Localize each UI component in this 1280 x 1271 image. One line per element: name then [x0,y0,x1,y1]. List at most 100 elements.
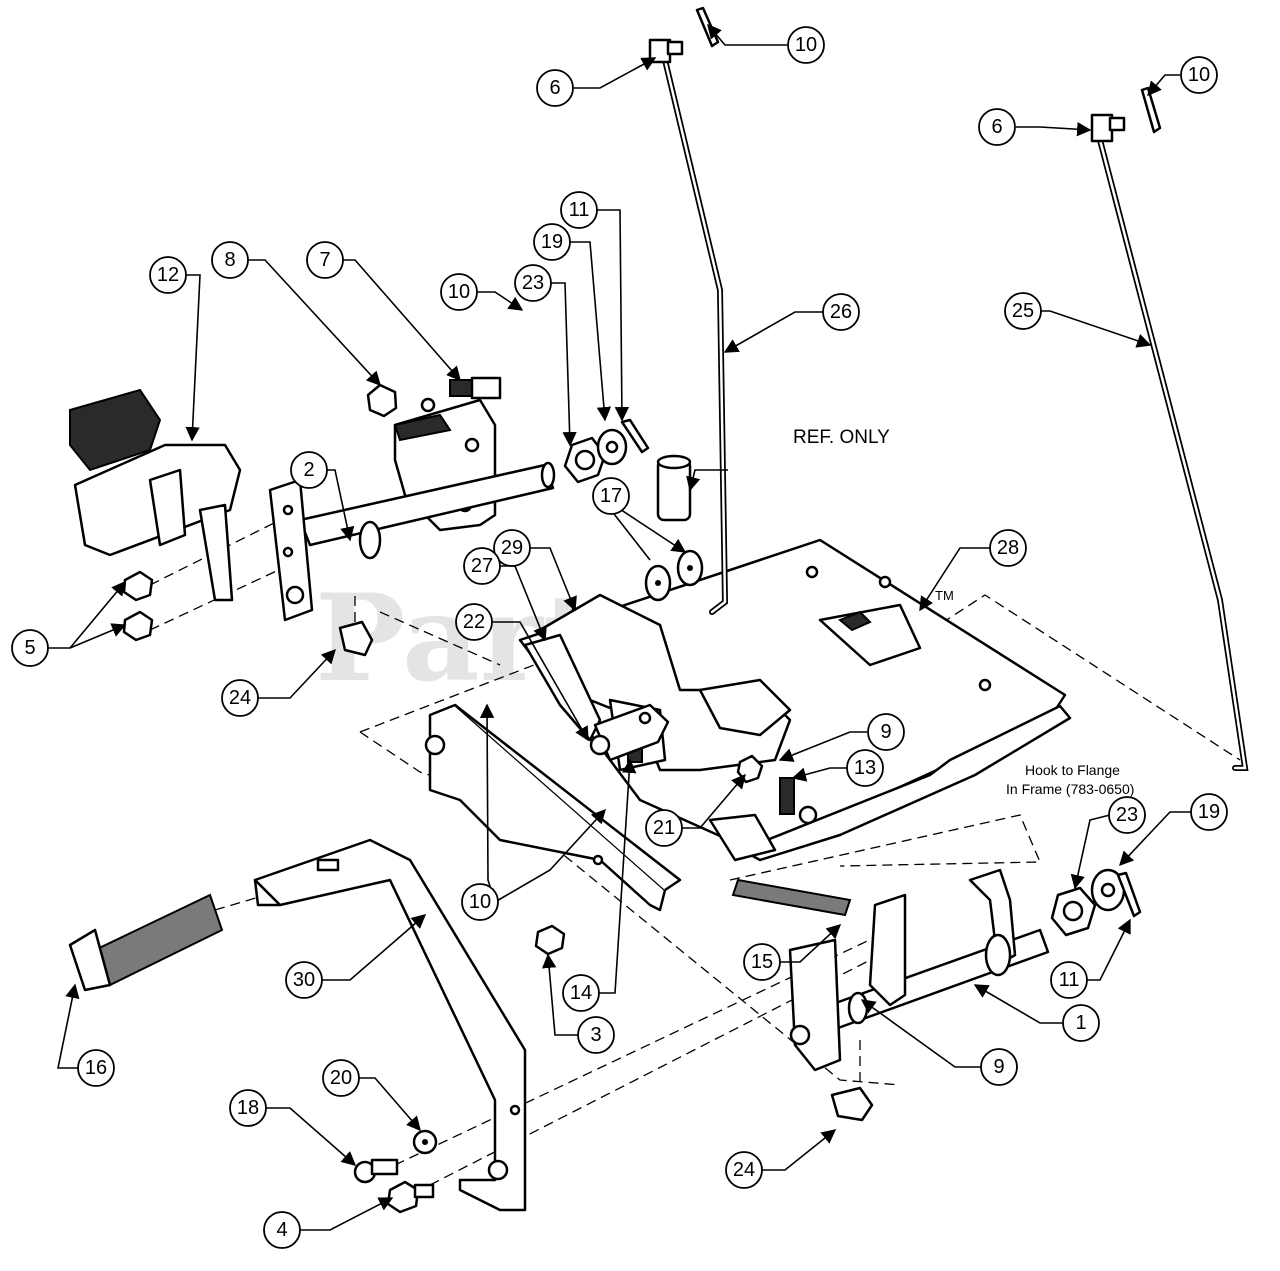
svg-text:9: 9 [993,1056,1004,1078]
callout-19-a[interactable]: 19 [533,223,571,261]
svg-text:16: 16 [85,1057,107,1079]
callout-6-a[interactable]: 6 [536,69,574,107]
svg-text:24: 24 [229,687,251,709]
hook-note-line-1: Hook to Flange [1025,762,1120,778]
svg-text:23: 23 [1116,804,1138,826]
svg-text:6: 6 [549,77,560,99]
svg-text:11: 11 [569,199,590,221]
callout-10-c[interactable]: 10 [440,273,478,311]
callout-20[interactable]: 20 [322,1059,360,1097]
callout-6-b[interactable]: 6 [978,108,1016,146]
callout-11-b[interactable]: 11 [1050,961,1088,999]
bolt-3 [534,924,566,956]
callout-11-a[interactable]: 11 [560,191,598,229]
svg-text:24: 24 [733,1159,755,1181]
svg-text:28: 28 [997,537,1019,559]
link-plate [268,478,314,622]
callout-29[interactable]: 29 [493,529,531,567]
svg-text:27: 27 [471,555,493,577]
svg-text:14: 14 [570,982,592,1004]
svg-text:7: 7 [319,249,330,271]
callout-16[interactable]: 16 [77,1049,115,1087]
callout-9-b[interactable]: 9 [980,1048,1018,1086]
callout-17[interactable]: 17 [592,477,630,515]
svg-text:4: 4 [276,1219,287,1241]
handle-12 [69,388,242,602]
callout-15[interactable]: 15 [743,943,781,981]
callout-3[interactable]: 3 [577,1016,615,1054]
svg-text:20: 20 [330,1067,352,1089]
leader-lines [42,23,1192,1231]
callout-27[interactable]: 27 [463,547,501,585]
callout-4[interactable]: 4 [263,1211,301,1249]
callout-28[interactable]: 28 [989,529,1027,567]
callout-24-a[interactable]: 24 [221,679,259,717]
callout-26[interactable]: 26 [822,293,860,331]
callout-10-b[interactable]: 10 [1180,56,1218,94]
svg-text:10: 10 [469,891,491,913]
svg-text:2: 2 [303,459,314,481]
pedal-pad-16 [68,893,224,992]
svg-text:17: 17 [600,485,622,507]
watermark-trademark: TM [935,588,954,603]
shaft-1 [788,868,1050,1072]
plate-15 [731,878,852,917]
callout-23-b[interactable]: 23 [1108,796,1146,834]
callout-1[interactable]: 1 [1062,1004,1100,1042]
svg-text:9: 9 [880,721,891,743]
pedal-lever-30 [253,838,527,1212]
svg-text:15: 15 [751,951,773,973]
svg-text:19: 19 [1198,801,1220,823]
callout-21[interactable]: 21 [645,809,683,847]
svg-text:19: 19 [541,231,563,253]
callout-24-b[interactable]: 24 [725,1151,763,1189]
control-rod-25 [1090,86,1249,771]
link-22 [589,703,764,784]
hook-note-line-2: In Frame (783-0650) [1006,781,1134,797]
callout-9-a[interactable]: 9 [867,713,905,751]
lower-fasteners [353,1129,438,1214]
svg-text:11: 11 [1059,969,1080,991]
clip-24-lower [830,1086,874,1122]
svg-text:5: 5 [24,637,35,659]
callout-10-a[interactable]: 10 [787,26,825,64]
callout-14[interactable]: 14 [562,974,600,1012]
lower-nut-washer [1050,868,1142,937]
svg-text:22: 22 [463,611,485,633]
svg-text:21: 21 [653,817,675,839]
svg-text:23: 23 [522,272,544,294]
callout-22[interactable]: 22 [455,603,493,641]
svg-text:8: 8 [224,249,235,271]
svg-text:10: 10 [448,281,470,303]
svg-text:10: 10 [795,34,817,56]
callout-12[interactable]: 12 [149,256,187,294]
callout-25[interactable]: 25 [1004,292,1042,330]
upper-nut-washer [563,418,650,484]
svg-text:3: 3 [590,1024,601,1046]
callout-8[interactable]: 8 [211,241,249,279]
svg-text:30: 30 [293,969,315,991]
callout-18[interactable]: 18 [229,1089,267,1127]
pivot-bracket [523,593,792,862]
svg-text:10: 10 [1188,64,1210,86]
callout-19-b[interactable]: 19 [1190,793,1228,831]
spacer-tube [656,454,692,522]
callout-30[interactable]: 30 [285,961,323,999]
callout-5[interactable]: 5 [11,629,49,667]
callout-23-a[interactable]: 23 [514,264,552,302]
svg-text:13: 13 [854,757,876,779]
callout-7[interactable]: 7 [306,241,344,279]
svg-text:6: 6 [991,116,1002,138]
front-bracket [424,703,682,912]
callout-13[interactable]: 13 [846,749,884,787]
svg-text:12: 12 [157,264,179,286]
callout-2[interactable]: 2 [290,451,328,489]
svg-text:1: 1 [1075,1012,1086,1034]
shaft-2 [298,461,556,560]
svg-text:26: 26 [830,301,852,323]
callout-10-d[interactable]: 10 [461,883,499,921]
washers-17 [644,549,704,602]
svg-text:18: 18 [237,1097,259,1119]
